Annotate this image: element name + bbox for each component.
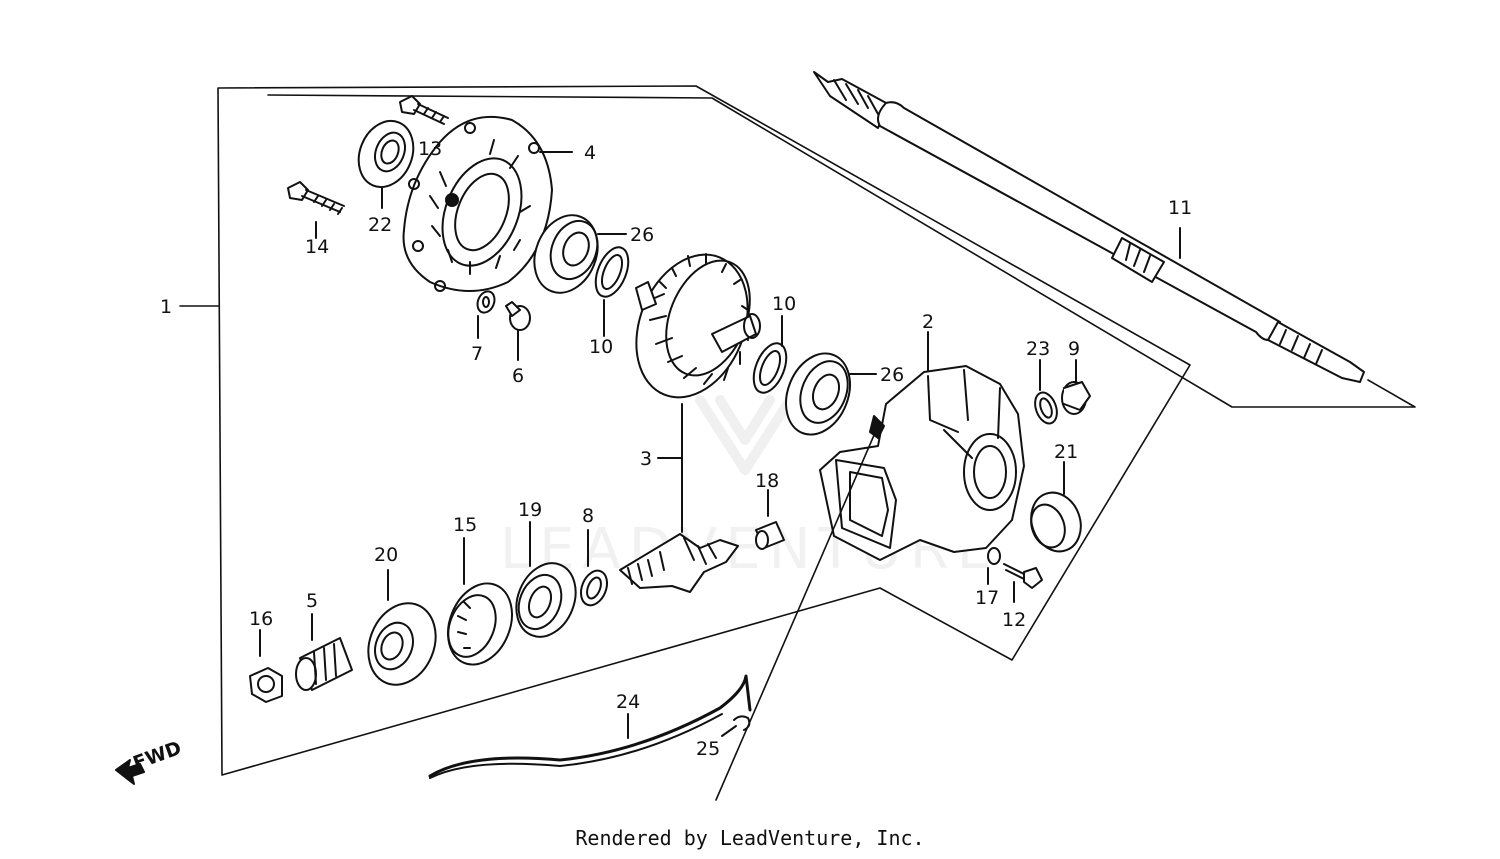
callout-15: 15: [453, 514, 477, 536]
callout-16: 16: [249, 608, 273, 630]
plug-9: [1061, 359, 1091, 415]
callout-6: 6: [512, 365, 524, 387]
callout-21: 21: [1054, 441, 1078, 463]
breather-tube-24: [428, 425, 879, 801]
callout-8: 8: [582, 505, 594, 527]
callout-7: 7: [471, 343, 483, 365]
callout-9: 9: [1068, 338, 1080, 360]
callout-26a: 26: [630, 224, 654, 246]
callout-3: 3: [640, 448, 652, 470]
callout-5: 5: [306, 590, 318, 612]
arrow-left-down-icon: [115, 759, 145, 785]
bearing-holder-15: [447, 537, 513, 666]
bolt-13: [399, 95, 449, 125]
bearing-26-top: [533, 214, 627, 294]
shim-10-top: [594, 246, 630, 337]
fwd-marker: FWD: [115, 737, 184, 785]
oring-23: [1034, 359, 1058, 425]
bolt-14: [287, 181, 345, 239]
callout-22: 22: [368, 214, 392, 236]
nut-16: [249, 629, 283, 703]
callout-23: 23: [1026, 338, 1050, 360]
clip-25: [721, 715, 751, 737]
callout-labels: 1 2 3 4 5 6 7 8 9 10 10 11 12 13 14 15 1…: [160, 138, 1192, 760]
drive-shaft: [813, 71, 1365, 383]
callout-18: 18: [755, 470, 779, 492]
callout-17: 17: [975, 587, 999, 609]
callout-13: 13: [418, 138, 442, 160]
oil-seal-21: [1030, 461, 1082, 553]
washer-7: [476, 290, 496, 339]
shim-10-mid: [752, 315, 788, 394]
shaft-frame: [267, 94, 1416, 408]
ring-gear: [635, 253, 761, 399]
callout-4: 4: [584, 142, 596, 164]
callout-19: 19: [518, 499, 542, 521]
coupling-5: [295, 613, 353, 691]
oil-seal-20: [367, 569, 437, 686]
oil-seal-22: [357, 120, 415, 209]
bearing-26-mid: [785, 352, 877, 436]
callout-20: 20: [374, 544, 398, 566]
case-cover: [402, 115, 573, 292]
callout-25: 25: [696, 738, 720, 760]
washer-17: [987, 547, 1001, 585]
bolt-12: [1003, 563, 1043, 603]
pinion-gear: [619, 403, 739, 593]
shim-8: [579, 529, 609, 607]
callout-10a: 10: [589, 336, 613, 358]
bolt-6: [505, 301, 531, 361]
callout-2: 2: [922, 311, 934, 333]
final-gear-case: [819, 331, 1025, 561]
callout-1: 1: [160, 296, 172, 318]
callout-14: 14: [305, 236, 329, 258]
footer-credit: Rendered by LeadVenture, Inc.: [575, 826, 925, 850]
assembly-frame: [179, 85, 1191, 776]
callout-26b: 26: [880, 364, 904, 386]
callout-10b: 10: [772, 293, 796, 315]
callout-11: 11: [1168, 197, 1192, 219]
fwd-label: FWD: [130, 737, 184, 775]
bearing-19: [515, 521, 577, 638]
bushing-18: [755, 489, 785, 550]
callout-24: 24: [616, 691, 640, 713]
callout-12: 12: [1002, 609, 1026, 631]
